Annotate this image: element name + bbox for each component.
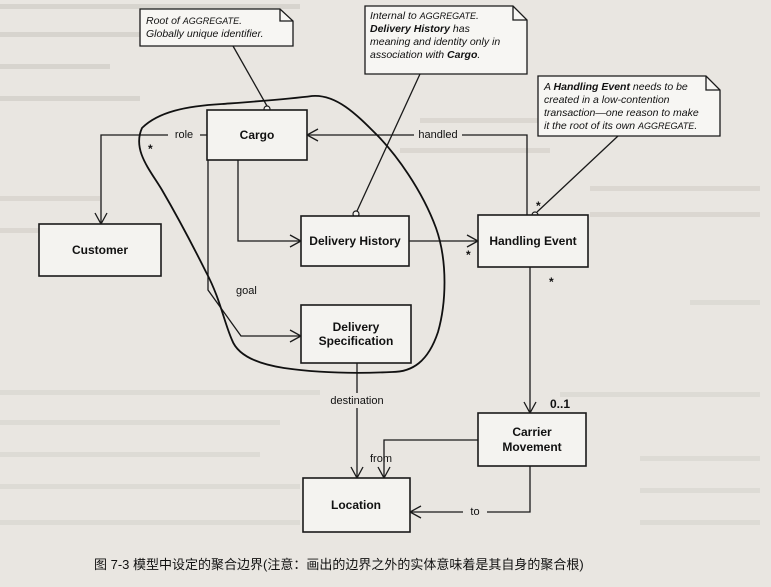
event-note-segment: needs to be — [630, 81, 688, 93]
history-note-segment: has — [450, 23, 471, 35]
event-note-segment: . — [694, 120, 697, 132]
customer-label: Customer — [72, 243, 128, 257]
event-note-line-4: it the root of its own AGGREGATE. — [544, 120, 697, 132]
goal-label: goal — [236, 285, 257, 297]
figure-caption: 图 7-3 模型中设定的聚合边界(注意：画出的边界之外的实体意味着是其自身的聚合… — [94, 557, 584, 572]
background-texture — [0, 4, 760, 525]
from-label: from — [370, 453, 392, 465]
entity-location: Location — [302, 477, 411, 533]
delivery-specification-label-line-2: Specification — [319, 334, 394, 348]
entity-customer: Customer — [38, 223, 162, 277]
destination-label: destination — [330, 395, 383, 407]
event-note-segment: transaction—one reason to make — [544, 107, 699, 119]
history-note-line-1: Internal to AGGREGATE. — [370, 10, 479, 22]
handling-event-bottom-multiplicity: * — [549, 275, 554, 289]
event-note-line-3: transaction—one reason to make — [544, 107, 699, 119]
cargo-note-segment: Root of — [146, 15, 183, 27]
history-note-line-3: meaning and identity only in — [370, 36, 500, 48]
note-connectors — [232, 45, 619, 219]
cargo-note-text: Root of AGGREGATE.Globally unique identi… — [146, 15, 264, 40]
history-note-segment: . — [477, 49, 480, 61]
entity-cargo: Cargo — [206, 109, 308, 161]
event-note-segment: Handling Event — [554, 81, 631, 93]
history-note-segment: Delivery History — [370, 23, 451, 35]
history-note-segment: . — [476, 10, 479, 22]
cargo-note-segment: . — [239, 15, 242, 27]
entity-delivery-history: Delivery History — [300, 215, 410, 267]
entity-delivery-specification: Delivery Specification — [300, 304, 412, 364]
to-association-line — [410, 466, 531, 513]
history-note-segment: meaning and identity only in — [370, 36, 500, 48]
cargo-note-segment: Globally unique identifier. — [146, 28, 264, 40]
handling-event-top-multiplicity: * — [536, 199, 541, 213]
location-label: Location — [331, 498, 381, 512]
event-note-segment: it the root of its own — [544, 120, 638, 132]
association-lines — [94, 128, 537, 519]
entity-handling-event: Handling Event — [477, 214, 589, 268]
association-labels: role handled goal destination from to — [168, 127, 487, 519]
handled-label: handled — [418, 129, 457, 141]
history-note-segment: association with — [370, 49, 447, 61]
cargo-customer-multiplicity: * — [148, 142, 153, 156]
carrier-movement-label-line-2: Movement — [502, 440, 561, 454]
cargo-note-line-2: Globally unique identifier. — [146, 28, 264, 40]
multiplicities: * * * * 0..1 — [148, 142, 570, 411]
role-association-line — [100, 134, 207, 224]
history-note-segment: Cargo — [447, 49, 478, 61]
cargo-note-segment: AGGREGATE — [182, 16, 240, 26]
carrier-movement-multiplicity: 0..1 — [550, 397, 570, 411]
event-note-line-1: A Handling Event needs to be — [543, 81, 688, 93]
entity-carrier-movement: Carrier Movement — [477, 412, 587, 467]
event-note-segment: created in a low-contention — [544, 94, 670, 106]
delivery-history-note: Internal to AGGREGATE.Delivery History h… — [364, 5, 528, 75]
handling-event-label: Handling Event — [489, 234, 576, 248]
from-association-line — [383, 439, 478, 478]
cargo-history-line — [237, 160, 301, 242]
cargo-note-connector — [232, 45, 268, 107]
history-note-line-4: association with Cargo. — [370, 49, 480, 61]
event-note-connector — [536, 135, 619, 213]
to-label: to — [470, 506, 479, 518]
aggregate-boundary — [138, 95, 446, 374]
history-note-line-2: Delivery History has — [370, 23, 471, 35]
handled-association-line — [307, 134, 528, 215]
delivery-history-label: Delivery History — [309, 234, 401, 248]
carrier-movement-label-line-1: Carrier — [512, 425, 552, 439]
cargo-note-line-1: Root of AGGREGATE. — [146, 15, 242, 27]
history-note-segment: Internal to — [370, 10, 420, 22]
event-note-segment: A — [543, 81, 554, 93]
role-label: role — [175, 129, 193, 141]
event-note-line-2: created in a low-contention — [544, 94, 670, 106]
handling-event-left-multiplicity: * — [466, 248, 471, 262]
goal-association-line — [207, 160, 301, 337]
history-note-segment: AGGREGATE — [419, 11, 477, 21]
cargo-note: Root of AGGREGATE.Globally unique identi… — [139, 8, 294, 47]
history-note-connector — [356, 73, 421, 212]
event-note-segment: AGGREGATE — [637, 121, 695, 131]
delivery-specification-label-line-1: Delivery — [333, 320, 380, 334]
delivery-history-note-text: Internal to AGGREGATE.Delivery History h… — [370, 10, 500, 61]
cargo-label: Cargo — [240, 128, 275, 142]
